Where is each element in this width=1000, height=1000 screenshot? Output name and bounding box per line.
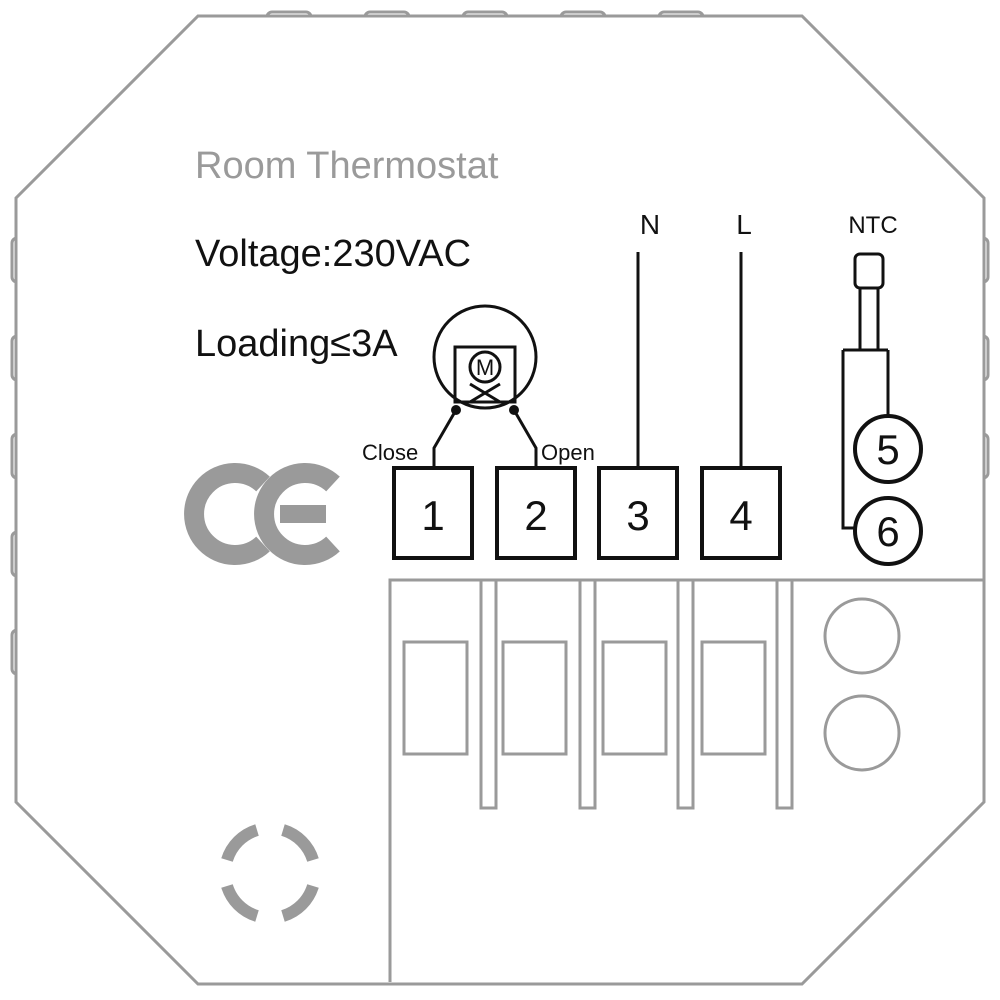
screw-slot <box>501 640 568 756</box>
ntc-label: NTC <box>848 212 897 239</box>
motor-symbol: M <box>476 355 494 380</box>
terminal-3-number: 3 <box>626 492 649 539</box>
valve-wiring <box>432 405 538 470</box>
terminal-5[interactable] <box>853 414 923 484</box>
voltage-rating: Voltage:230VAC <box>195 233 471 275</box>
terminal-6[interactable] <box>853 496 923 566</box>
valve-close-label: Close <box>362 440 418 465</box>
power-wiring <box>636 252 743 468</box>
terminal-2-number: 2 <box>524 492 547 539</box>
screw-hole <box>823 597 901 675</box>
terminal-4-number: 4 <box>729 492 752 539</box>
terminal-row: 1 2 3 4 <box>392 466 782 560</box>
ce-mark-icon <box>184 463 340 565</box>
screw-slot <box>700 640 767 756</box>
screw-slot <box>601 640 668 756</box>
terminal-2[interactable] <box>495 466 577 560</box>
terminal-5-number: 5 <box>876 426 899 473</box>
mount-ring-icon <box>221 824 319 922</box>
terminal-1[interactable] <box>392 466 474 560</box>
ntc-sensor-icon <box>841 252 890 530</box>
live-wire-label: L <box>736 209 752 240</box>
terminal-block-housing <box>388 578 984 982</box>
loading-rating: Loading≤3A <box>195 323 398 365</box>
device-body-outline <box>14 14 986 986</box>
screw-slot <box>402 640 469 756</box>
neutral-wire-label: N <box>640 209 660 240</box>
screw-hole <box>823 694 901 772</box>
motorized-valve-icon: M <box>432 304 538 410</box>
terminal-1-number: 1 <box>421 492 444 539</box>
terminal-6-number: 6 <box>876 508 899 555</box>
device-title: Room Thermostat <box>195 145 499 187</box>
valve-open-label: Open <box>541 440 595 465</box>
